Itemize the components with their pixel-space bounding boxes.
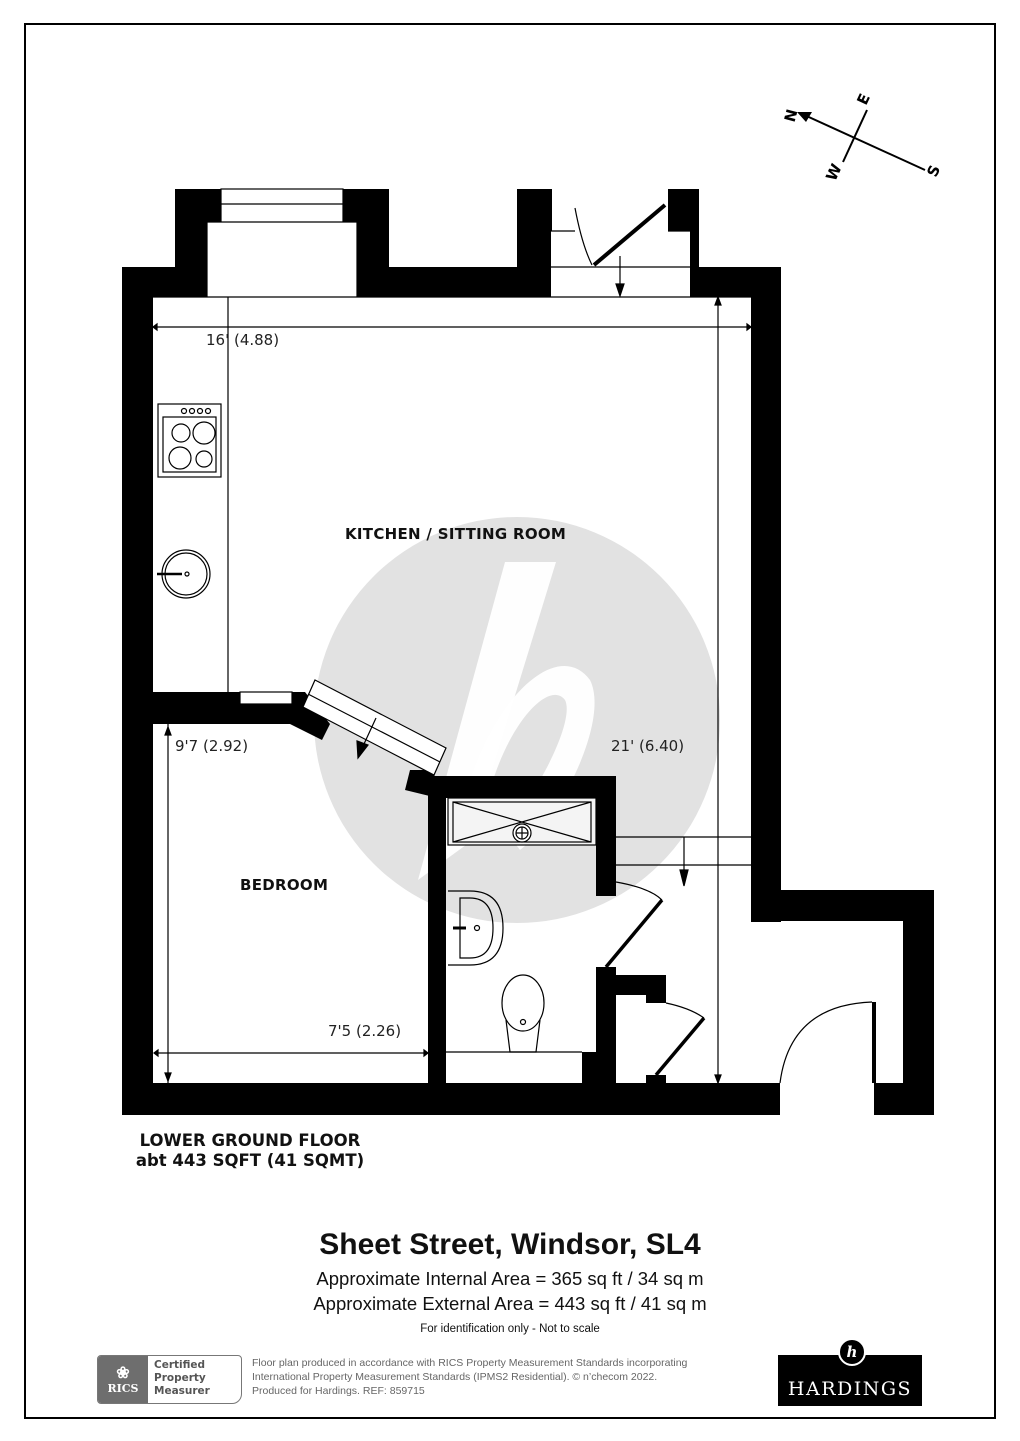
- rics-line-1: Certified: [154, 1359, 206, 1371]
- page-frame: [24, 23, 996, 1419]
- kitchen-length-dimension: 21' (6.40): [611, 737, 685, 755]
- compass-icon: [797, 109, 926, 171]
- internal-area: Approximate Internal Area = 365 sq ft / …: [316, 1268, 704, 1289]
- legal-line-1: Floor plan produced in accordance with R…: [252, 1357, 688, 1369]
- compass-east: E: [853, 91, 874, 108]
- rics-line-3: Measurer: [154, 1385, 210, 1397]
- rics-line-2: Property: [154, 1372, 206, 1384]
- bedroom-width-dimension: 7'5 (2.26): [328, 1022, 402, 1040]
- brand-name: HARDINGS: [787, 1378, 913, 1400]
- room-label-kitchen: KITCHEN / SITTING ROOM: [345, 525, 567, 543]
- legal-line-2: International Property Measurement Stand…: [252, 1371, 658, 1383]
- rics-logo: ❀ RICS: [98, 1356, 148, 1403]
- rics-badge: ❀ RICS Certified Property Measurer: [97, 1355, 242, 1404]
- compass-west: W: [822, 161, 845, 184]
- kitchen-width-dimension: 16' (4.88): [206, 331, 280, 349]
- compass-north: N: [780, 107, 801, 124]
- external-area: Approximate External Area = 443 sq ft / …: [313, 1293, 707, 1314]
- rics-mark-label: RICS: [107, 1382, 139, 1395]
- floor-name: LOWER GROUND FLOOR: [139, 1131, 361, 1150]
- lion-icon: ❀: [116, 1363, 130, 1382]
- compass-south: S: [923, 162, 944, 179]
- legal-line-3: Produced for Hardings. REF: 859715: [252, 1385, 425, 1397]
- property-address: Sheet Street, Windsor, SL4: [319, 1228, 701, 1261]
- legal-notice: Floor plan produced in accordance with R…: [252, 1356, 772, 1398]
- floor-area: abt 443 SQFT (41 SQMT): [135, 1151, 365, 1170]
- hardings-logo: HARDINGS: [778, 1355, 922, 1406]
- fittings: [152, 188, 904, 1115]
- room-label-bedroom: BEDROOM: [240, 876, 329, 894]
- disclaimer: For identification only - Not to scale: [420, 1323, 600, 1335]
- rics-badge-text: Certified Property Measurer: [148, 1356, 216, 1403]
- hardings-h-icon: h: [838, 1338, 866, 1366]
- bedroom-length-dimension: 9'7 (2.92): [175, 737, 249, 755]
